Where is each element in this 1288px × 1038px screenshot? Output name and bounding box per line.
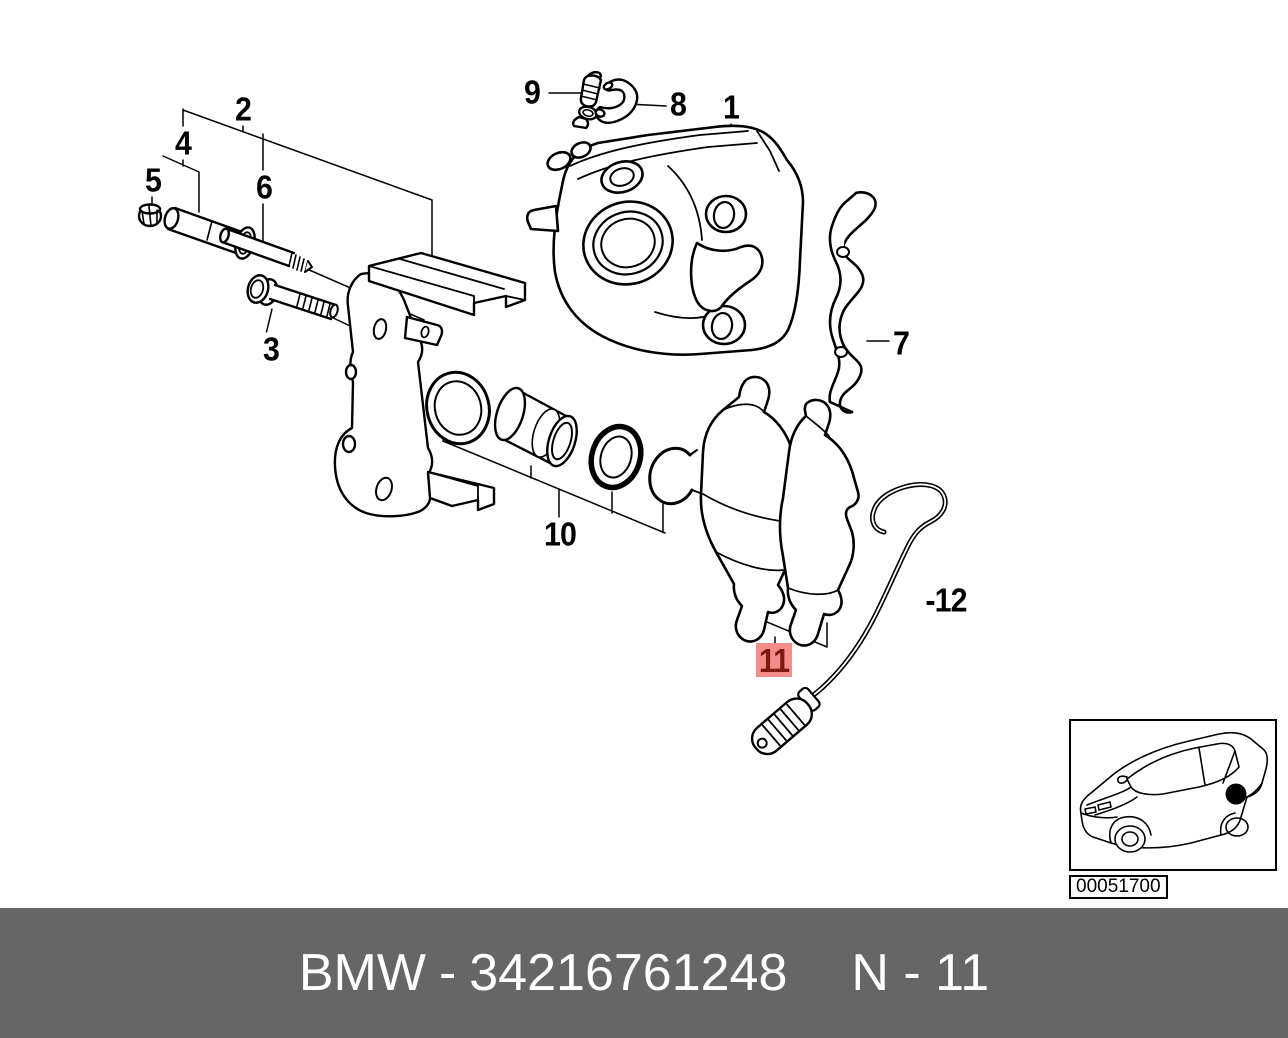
callout-12[interactable]: -12	[923, 581, 969, 619]
brand-label: BMW	[298, 944, 426, 1002]
part-caliper-housing-drawing	[525, 124, 805, 356]
callout-3[interactable]: 3	[261, 330, 281, 368]
part-guide-pin-drawing	[218, 227, 313, 273]
image-code: 00051700	[1076, 876, 1161, 897]
part-bleeder-screw-drawing	[571, 70, 603, 130]
part-number-group: BMW - 34216761248	[299, 943, 788, 1003]
callout-7[interactable]: 7	[891, 324, 911, 362]
part-brake-pads-drawing	[699, 375, 860, 647]
separator: -	[438, 944, 457, 1002]
footer-bar: BMW - 34216761248 N - 11	[0, 908, 1288, 1038]
callout-11-selected[interactable]: 11	[756, 643, 792, 677]
exploded-diagram-canvas	[137, 70, 948, 756]
image-code-box: 00051700	[1069, 875, 1168, 899]
callout-4[interactable]: 4	[173, 124, 193, 162]
callout-5[interactable]: 5	[143, 161, 163, 199]
part-repair-kit-drawing	[425, 370, 701, 506]
rear-axle-location-dot	[1225, 783, 1247, 805]
part-caliper-carrier-drawing	[333, 251, 527, 518]
callout-10[interactable]: 10	[542, 515, 578, 553]
vehicle-location-thumbnail	[1069, 719, 1277, 871]
part-bolt-drawing	[246, 274, 339, 321]
part-number: 34216761248	[469, 944, 788, 1002]
callout-6[interactable]: 6	[254, 168, 274, 206]
car-silhouette-icon	[1079, 731, 1269, 853]
callout-1[interactable]: 1	[721, 88, 741, 126]
callout-9[interactable]: 9	[522, 73, 542, 111]
part-wear-sensor-drawing	[750, 481, 948, 756]
part-retaining-clip-drawing	[594, 78, 639, 125]
part-anti-rattle-spring-drawing	[828, 191, 877, 414]
callout-8[interactable]: 8	[668, 85, 688, 123]
part-cap-drawing	[137, 203, 163, 228]
callout-2[interactable]: 2	[233, 90, 253, 128]
catalog-reference: N - 11	[851, 944, 990, 1002]
